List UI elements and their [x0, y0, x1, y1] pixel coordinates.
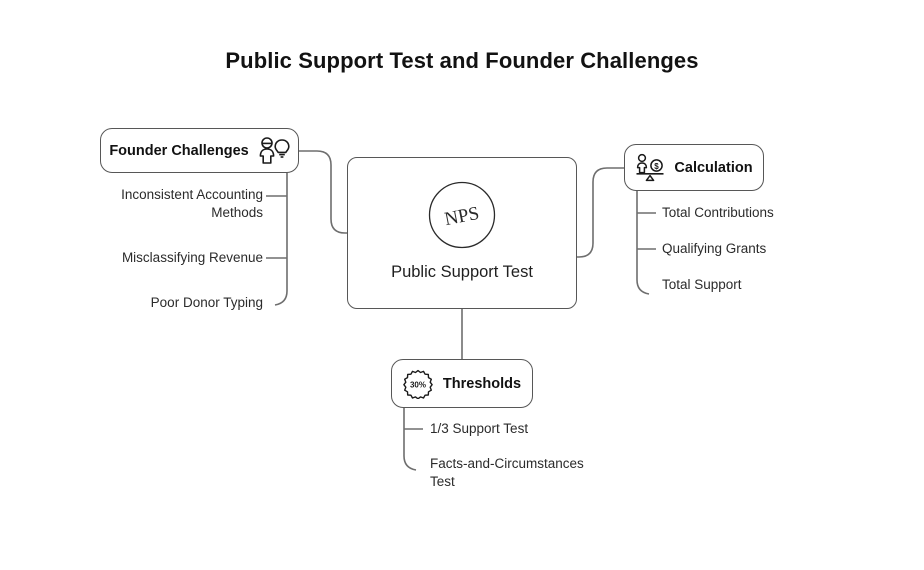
branch-calculation-label: Calculation [674, 159, 753, 176]
leaf-thresholds-1[interactable]: 1/3 Support Test [430, 421, 529, 436]
leaf-founder-2[interactable]: Misclassifying Revenue [121, 250, 263, 265]
branch-thresholds-label: Thresholds [442, 375, 522, 392]
leaf-founder-3[interactable]: Poor Donor Typing [150, 295, 263, 310]
leaf-calculation-3[interactable]: Total Support [662, 277, 742, 292]
leaf-founder-1[interactable]: Inconsistent Accounting Methods [121, 187, 263, 220]
branch-founder-challenges-label: Founder Challenges [109, 142, 249, 159]
branch-founder-challenges[interactable]: Founder Challenges [100, 128, 299, 173]
balance-scale-icon: $ [636, 153, 664, 181]
connector-calculation-to-center [577, 167, 624, 258]
person-lightbulb-icon [259, 136, 290, 164]
page-title: Public Support Test and Founder Challeng… [225, 48, 699, 73]
branch-calculation[interactable]: $ Calculation [624, 144, 764, 191]
leaf-calculation-1[interactable]: Total Contributions [662, 205, 774, 220]
central-node[interactable]: NPS Public Support Test [347, 157, 577, 309]
percent-badge-icon: 30% [403, 369, 433, 399]
connector-founder-spine [274, 173, 288, 306]
nps-circle-icon: NPS [428, 181, 496, 249]
leaf-calculation-2[interactable]: Qualifying Grants [662, 241, 767, 256]
connector-thresholds-spine [403, 408, 417, 471]
connector-calculation-spine [636, 191, 650, 295]
branch-thresholds[interactable]: 30% Thresholds [391, 359, 533, 408]
leaf-thresholds-2[interactable]: Facts-and-Circumstances Test [430, 456, 584, 489]
nps-circle-text: NPS [443, 203, 481, 230]
percent-badge-text: 30% [410, 380, 426, 389]
connector-founder-to-center [299, 150, 347, 234]
central-node-label: Public Support Test [391, 263, 533, 281]
dollar-symbol: $ [655, 162, 660, 171]
